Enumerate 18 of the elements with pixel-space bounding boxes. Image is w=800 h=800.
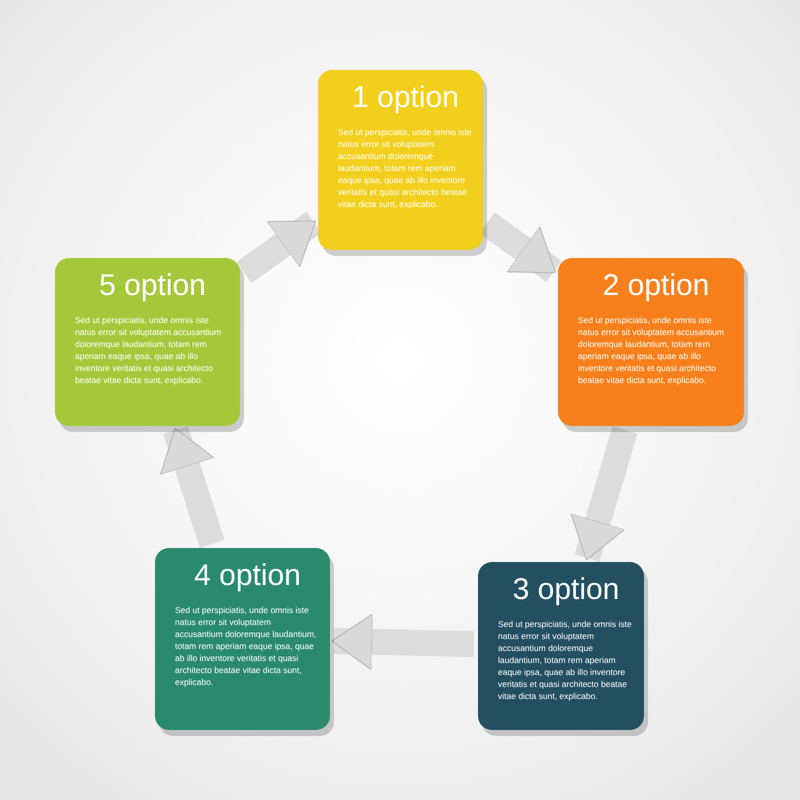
card-body-text: Sed ut perspiciatis, unde omnis iste natus error sit voluptatem accusantium doloremque laudantium, totam rem aperiam eaque ipsa, quae ab illo inventore veritatis et quasi architecto beatae vitae dicta sunt, explicabo. (175, 604, 318, 688)
option-card (155, 548, 330, 730)
option-card (318, 70, 483, 250)
arrow (332, 613, 474, 670)
option-card (55, 258, 240, 426)
option-card (558, 258, 744, 426)
card-heading: 1 option (351, 80, 460, 116)
card-body-text: Sed ut perspiciatis, unde omnis iste natus error sit voluptatem accusantium doloremque laudantium, totam rem aperiam eaque ipsa, quae ab illo inventore veritatis et quasi architecto beatae vitae dicta sunt, explicabo. (338, 126, 473, 210)
option-card (478, 562, 644, 730)
card-heading: 2 option (602, 268, 710, 304)
arrow (160, 426, 224, 548)
card-heading: 4 option (193, 558, 302, 594)
card-body-text: Sed ut perspiciatis, unde omnis iste natus error sit voluptatem accusantium doloremque laudantium, totam rem aperiam eaque ipsa, quae ab illo inventore veritatis et quasi architecto beatae vitae dicta sunt, explicabo. (578, 314, 725, 386)
card-heading: 5 option (98, 268, 207, 304)
arrow (570, 426, 638, 562)
card-body-text: Sed ut perspiciatis, unde omnis iste natus error sit voluptatem accusantium doloremque laudantium, totam rem aperiam eaque ipsa, quae ab illo inventore veritatis et quasi architecto beatae vitae dicta sunt, explicabo. (498, 618, 633, 702)
card-heading: 3 option (512, 572, 620, 608)
card-body-text: Sed ut perspiciatis, unde omnis iste natus error sit voluptatem accusantium doloremque laudantium, totam rem aperiam eaque ipsa, quae ab illo inventore veritatis et quasi architecto beatae vitae dicta sunt, explicabo. (75, 314, 222, 386)
